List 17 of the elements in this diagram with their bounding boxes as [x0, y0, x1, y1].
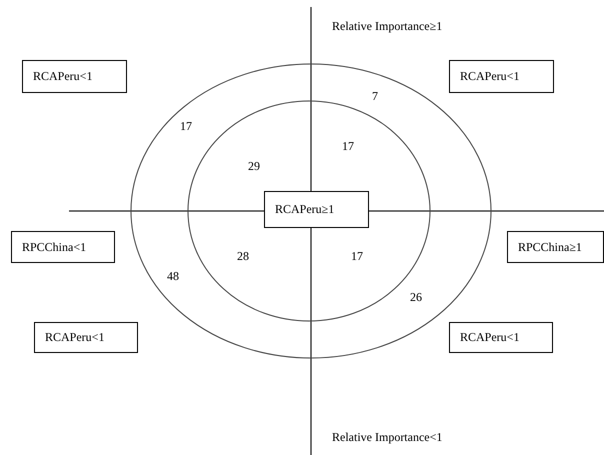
condition-label: RCAPeru<1	[460, 330, 520, 345]
axis-label: Relative Importance≥1	[332, 19, 442, 33]
count-value: 17	[342, 139, 354, 153]
count-value: 28	[237, 249, 249, 263]
count-value: 26	[410, 290, 422, 304]
count-value: 17	[351, 249, 363, 263]
count-value: 17	[180, 119, 192, 133]
count-value: 29	[248, 159, 260, 173]
condition-label: RCAPeru<1	[460, 69, 520, 84]
count-value: 48	[167, 269, 179, 283]
count-value: 7	[372, 89, 378, 103]
condition-label: RPCChina<1	[22, 240, 86, 254]
condition-label: RCAPeru≥1	[275, 202, 334, 217]
condition-label: RPCChina≥1	[518, 240, 582, 254]
condition-label: RCAPeru<1	[45, 330, 104, 345]
axis-label: Relative Importance<1	[332, 430, 442, 444]
condition-label: RCAPeru<1	[33, 69, 92, 84]
